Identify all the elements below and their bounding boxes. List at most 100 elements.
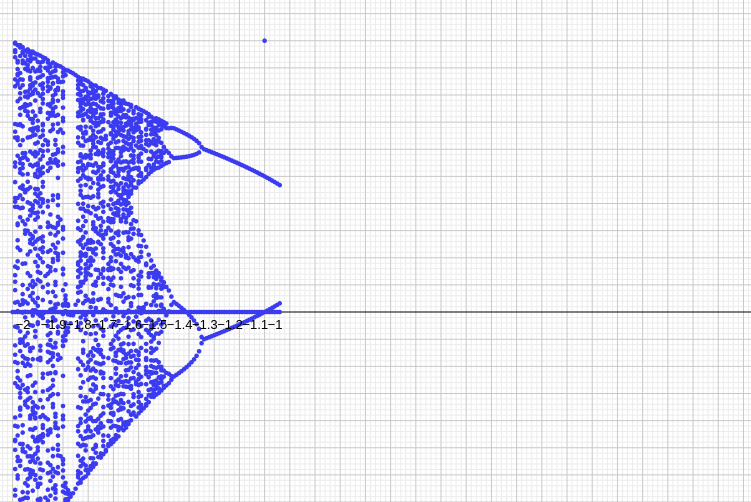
data-point	[15, 58, 20, 64]
data-point	[60, 416, 66, 422]
data-point	[75, 366, 81, 372]
data-point	[55, 87, 61, 93]
data-point	[148, 156, 154, 162]
data-point	[50, 97, 56, 103]
data-point	[101, 126, 106, 132]
data-point	[83, 474, 88, 479]
data-point	[101, 176, 106, 182]
data-point	[30, 91, 36, 97]
x-tick-labels: −2−1.9−1.8−1.7−1.6−1.5−1.4−1.3−1.2−1.1−1	[16, 317, 283, 332]
data-point	[153, 291, 159, 297]
data-point	[121, 107, 126, 112]
data-point	[123, 355, 129, 361]
data-point	[88, 331, 94, 337]
data-point	[98, 228, 104, 233]
data-point	[60, 468, 66, 473]
data-point	[48, 248, 53, 253]
data-point	[50, 193, 56, 198]
data-point	[98, 215, 104, 221]
data-point	[12, 466, 18, 472]
x-tick-label: −1.8	[66, 317, 92, 332]
data-point	[138, 134, 144, 139]
data-point	[15, 454, 20, 460]
data-point	[143, 127, 149, 132]
data-point	[40, 148, 46, 154]
data-point	[116, 383, 121, 389]
data-point	[50, 259, 56, 265]
data-point	[133, 314, 139, 319]
data-point	[121, 341, 126, 346]
data-point	[123, 425, 129, 431]
data-point	[20, 196, 25, 202]
data-point	[50, 351, 56, 356]
data-point	[25, 113, 31, 119]
data-point	[101, 209, 106, 215]
x-tick-label: −1.7	[91, 317, 117, 332]
data-point	[48, 299, 53, 305]
x-tick-label: −1.4	[167, 317, 193, 332]
data-point	[40, 245, 46, 250]
data-point	[121, 400, 126, 406]
data-point	[48, 370, 53, 376]
data-point	[95, 275, 101, 281]
data-point	[156, 359, 162, 365]
data-point	[50, 377, 56, 383]
data-point	[158, 364, 164, 370]
data-point	[78, 393, 83, 399]
data-point	[108, 140, 114, 145]
data-point	[143, 174, 149, 180]
data-point	[55, 391, 61, 397]
data-point	[103, 228, 109, 234]
data-point	[111, 275, 116, 280]
data-point	[191, 357, 197, 362]
data-point	[98, 455, 104, 460]
data-point	[17, 329, 23, 334]
data-point	[22, 53, 28, 59]
data-point	[136, 259, 141, 264]
data-point	[60, 162, 66, 167]
data-point	[60, 461, 66, 467]
data-point	[20, 205, 25, 211]
data-point	[277, 309, 283, 315]
data-point	[141, 238, 146, 243]
data-point	[106, 296, 111, 302]
data-point	[20, 489, 25, 495]
data-point	[151, 263, 157, 269]
data-point	[95, 323, 101, 328]
data-point	[48, 268, 53, 274]
data-point	[40, 315, 46, 321]
data-point	[88, 304, 94, 310]
data-point	[45, 487, 51, 493]
data-point	[83, 448, 88, 453]
data-point	[50, 126, 56, 132]
data-point	[55, 329, 61, 335]
data-point	[17, 193, 23, 198]
data-point	[118, 374, 124, 379]
data-point	[12, 179, 18, 185]
data-point	[138, 173, 144, 179]
data-point	[60, 236, 66, 241]
data-point	[50, 383, 56, 388]
data-point	[38, 157, 43, 162]
data-point	[40, 86, 46, 92]
data-point	[148, 318, 154, 323]
data-point	[20, 124, 25, 129]
data-point	[30, 233, 36, 239]
data-point	[53, 370, 58, 376]
data-point	[90, 389, 96, 394]
data-point	[138, 323, 144, 329]
data-point	[17, 214, 23, 220]
data-point	[50, 453, 56, 459]
data-point	[63, 297, 68, 302]
data-point	[35, 295, 41, 301]
data-point	[32, 380, 38, 385]
data-point	[93, 386, 99, 391]
data-point	[131, 294, 136, 300]
data-point	[50, 197, 56, 203]
data-point	[60, 287, 66, 293]
data-point	[153, 346, 159, 351]
data-point	[158, 140, 164, 146]
data-point	[45, 319, 51, 324]
data-point	[53, 91, 58, 97]
